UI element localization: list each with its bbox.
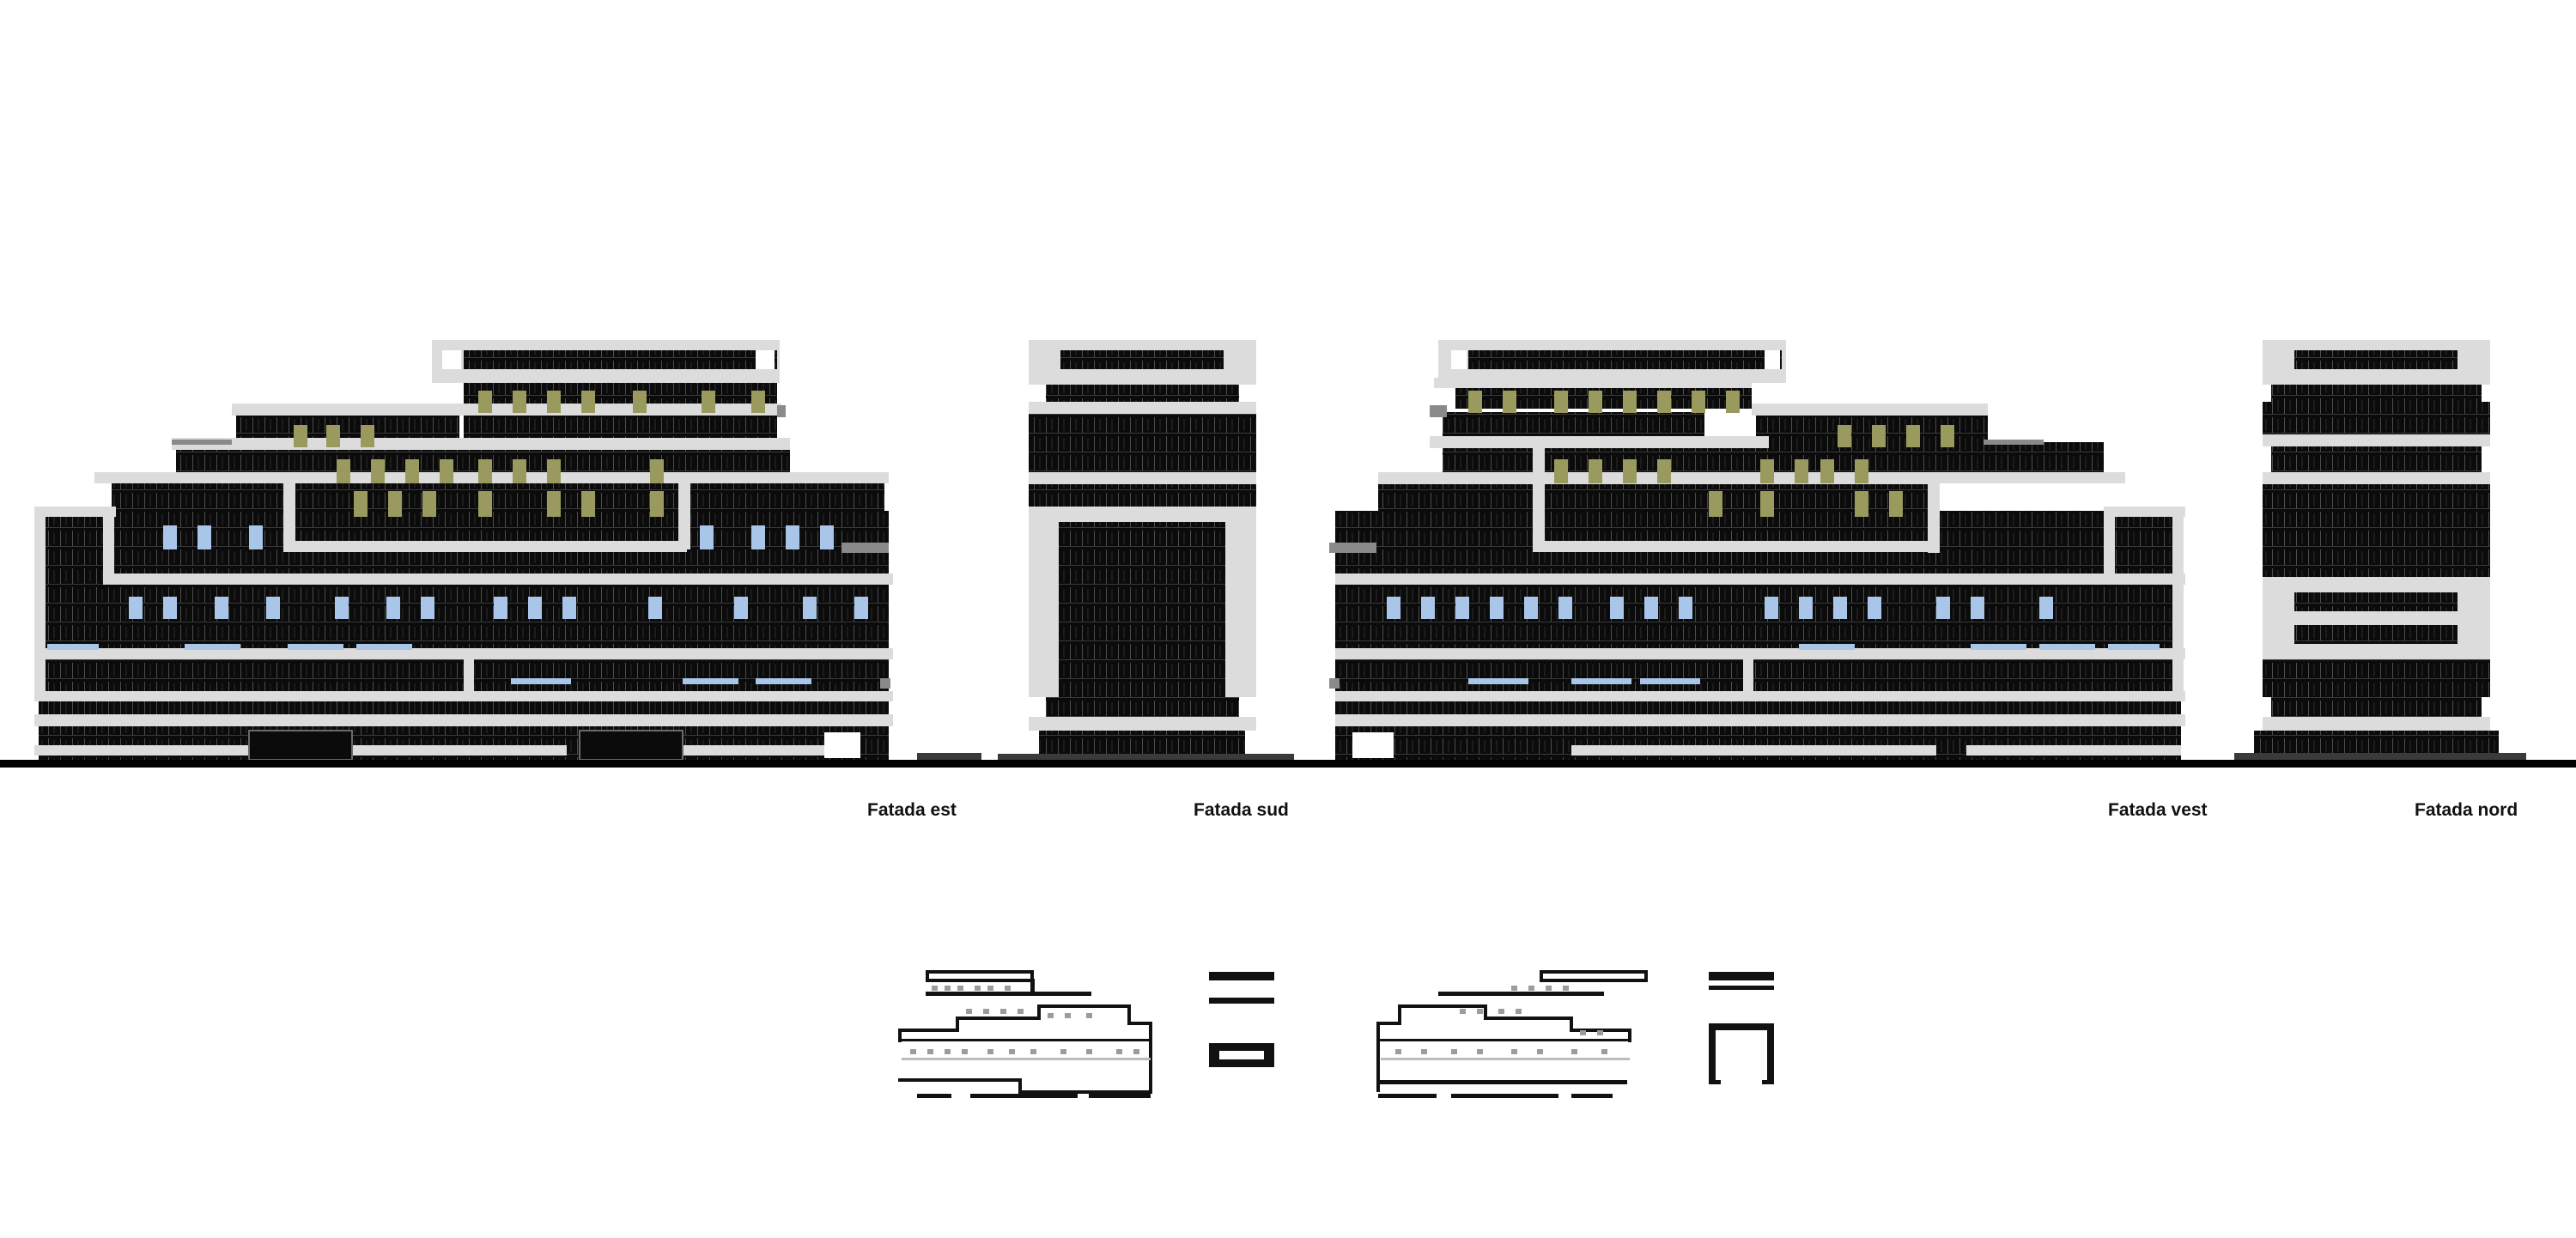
ground-line (0, 760, 2576, 768)
north-elevation (2234, 340, 2526, 760)
elevation-label-south: Fatada sud (1194, 800, 1289, 820)
key-plan-north (1709, 972, 1774, 1084)
west-elevation (1329, 340, 2185, 760)
south-elevation (917, 340, 1294, 760)
elevation-label-north: Fatada nord (2415, 800, 2518, 820)
key-plan-west (1376, 970, 1648, 1098)
key-plans (898, 970, 1774, 1098)
elevation-label-west: Fatada vest (2108, 800, 2208, 820)
east-elevation (34, 340, 893, 761)
key-plan-south (1209, 972, 1274, 1067)
key-plan-east (898, 970, 1152, 1098)
elevation-label-east: Fatada est (867, 800, 957, 820)
